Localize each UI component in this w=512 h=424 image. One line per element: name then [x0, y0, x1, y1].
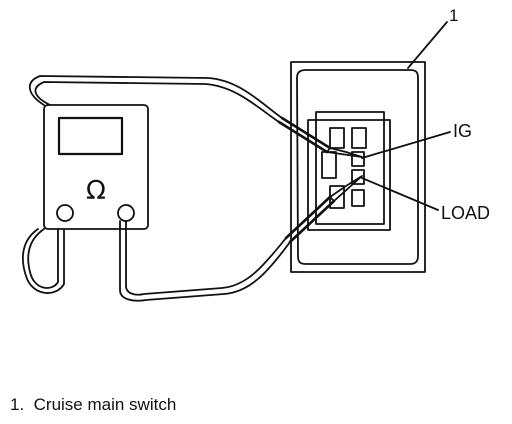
ohmmeter-icon [43, 104, 149, 230]
cruise-main-switch [290, 61, 426, 273]
legend-text: Cruise main switch [33, 395, 177, 414]
ohm-symbol: Ω [86, 176, 106, 206]
leader-line-load [361, 177, 439, 211]
legend: 1. Cruise main switch [10, 395, 176, 415]
load-terminal-label: LOAD [441, 203, 491, 223]
callout-part-number: 1 [449, 6, 459, 25]
ig-terminal-label: IG [453, 121, 473, 141]
test-lead-ig [29, 75, 363, 158]
legend-number: 1. [10, 395, 25, 414]
test-lead-return-loop [22, 228, 65, 294]
leader-line-ig [361, 131, 451, 159]
test-lead-load [119, 175, 363, 302]
leader-line-part-1 [407, 21, 448, 69]
